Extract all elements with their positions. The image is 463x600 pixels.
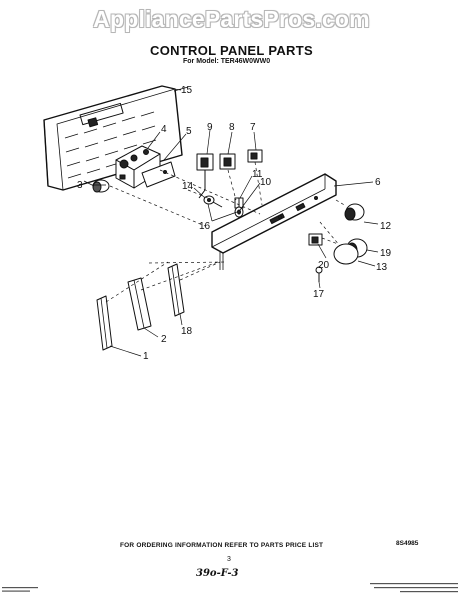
watermark: AppliancePartsPros.com: [93, 6, 370, 32]
callout-14: 14: [182, 181, 194, 192]
fine-print-right: [370, 583, 458, 593]
part-12-knob: [344, 203, 365, 221]
callout-labels: 15 4 5 9 8 7 3 14 11 10 16 6 12 19 13 20…: [77, 85, 392, 362]
callout-11: 11: [252, 169, 263, 180]
page-title: CONTROL PANEL PARTS: [150, 43, 313, 58]
part-17-screw: [315, 266, 323, 282]
part-2-bracket: [127, 277, 152, 331]
callout-17: 17: [313, 289, 325, 300]
callout-20: 20: [318, 260, 330, 271]
callout-3: 3: [77, 180, 83, 191]
callout-13: 13: [376, 262, 388, 273]
part-8-switch: [219, 153, 236, 170]
part-20-knob: [308, 233, 323, 246]
callout-7: 7: [250, 122, 256, 133]
part-1-end-panel: [96, 295, 113, 351]
part-10-clip: [234, 206, 244, 218]
fine-print-left: [2, 587, 38, 592]
callout-15: 15: [181, 85, 193, 96]
callout-5: 5: [186, 126, 192, 137]
callout-2: 2: [161, 334, 167, 345]
part-9-switch: [196, 153, 214, 199]
callout-12: 12: [380, 221, 392, 232]
part-6-control-panel: [211, 173, 337, 270]
callout-18: 18: [181, 326, 193, 337]
part-5-bracket: [141, 161, 176, 188]
part-13-dial: [333, 243, 359, 265]
callout-9: 9: [207, 122, 213, 133]
callout-1: 1: [143, 351, 149, 362]
part-18-bracket: [167, 263, 185, 317]
ordering-note: FOR ORDERING INFORMATION REFER TO PARTS …: [120, 542, 324, 549]
handwritten-code: 39o-F-3: [196, 568, 239, 579]
page-number: 3: [227, 556, 231, 563]
callout-4: 4: [161, 124, 167, 135]
model-number: For Model: TER46W0WW0: [183, 58, 271, 65]
callout-19: 19: [380, 248, 392, 259]
document-number: 8S4985: [396, 540, 419, 547]
part-7-switch: [247, 149, 263, 163]
callout-8: 8: [229, 122, 235, 133]
callout-16: 16: [199, 221, 211, 232]
part-14-screw: [203, 195, 223, 208]
callout-6: 6: [375, 177, 381, 188]
part-3-knob: [92, 179, 110, 193]
callout-10: 10: [260, 177, 272, 188]
